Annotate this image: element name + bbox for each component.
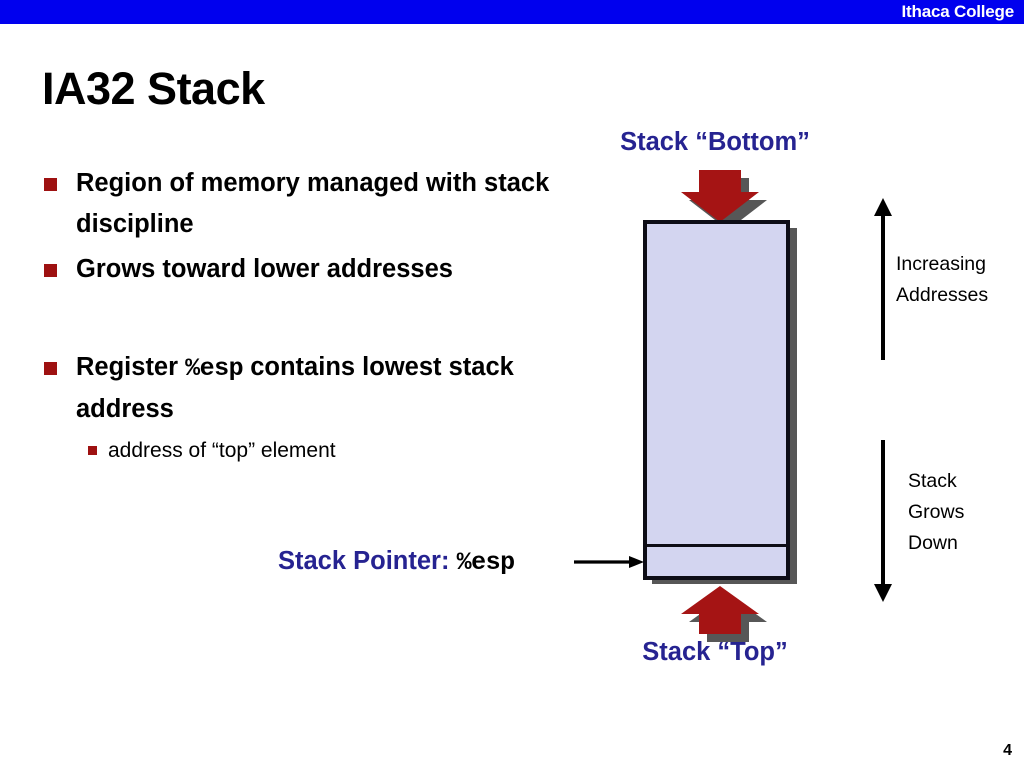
stack-top-cell-divider — [643, 544, 790, 547]
brand-bar: Ithaca College — [0, 0, 1024, 24]
bullet-item-3-suffix: contains lowest stack address — [76, 353, 514, 423]
stack-bottom-label: Stack “Bottom” — [620, 128, 810, 156]
stack-grows-down-line-1: Stack — [908, 470, 957, 492]
square-bullet-icon — [44, 362, 57, 375]
increasing-addresses-line-1: Increasing — [896, 253, 986, 275]
page-title: IA32 Stack — [42, 63, 265, 114]
stack-top-label: Stack “Top” — [642, 638, 788, 666]
stack-grows-down-line-3: Down — [908, 532, 958, 554]
increasing-addresses-label: Increasing Addresses — [896, 249, 1020, 311]
brand-name: Ithaca College — [901, 2, 1015, 21]
small-square-bullet-icon — [88, 446, 97, 455]
stack-pointer-code: %esp — [456, 548, 516, 577]
page-number: 4 — [1003, 742, 1012, 759]
stack-pointer-label: Stack Pointer: %esp — [278, 547, 515, 577]
bullet-item-3-prefix: Register — [76, 353, 186, 381]
bullet-list: Region of memory managed with stack disc… — [42, 163, 562, 466]
stack-top-arrow-icon — [673, 584, 767, 647]
bullet-item-3-code: %esp — [185, 354, 244, 383]
bullet-item-1-label: Region of memory managed with stack disc… — [76, 169, 550, 238]
stack-grows-down-label: Stack Grows Down — [908, 466, 1024, 559]
square-bullet-icon — [44, 264, 57, 277]
stack-pointer-text: Stack Pointer: — [278, 547, 450, 575]
sub-bullet-item-1-label: address of “top” element — [108, 439, 336, 462]
stack-grows-down-arrow-icon — [872, 440, 894, 607]
square-bullet-icon — [44, 178, 57, 191]
sub-bullet-item-1: address of “top” element — [42, 436, 562, 466]
increasing-addresses-arrow-icon — [872, 198, 894, 365]
bullet-item-2-label: Grows toward lower addresses — [76, 255, 453, 283]
bullet-item-3: Register %esp contains lowest stack addr… — [42, 347, 562, 430]
increasing-addresses-line-2: Addresses — [896, 284, 989, 306]
stack-pointer-arrow-icon — [574, 552, 646, 577]
stack-memory-box — [643, 220, 790, 580]
bullet-item-2: Grows toward lower addresses — [42, 249, 562, 290]
stack-grows-down-line-2: Grows — [908, 501, 965, 523]
bullet-item-1: Region of memory managed with stack disc… — [42, 163, 562, 245]
stack-bottom-arrow-icon — [673, 166, 767, 233]
